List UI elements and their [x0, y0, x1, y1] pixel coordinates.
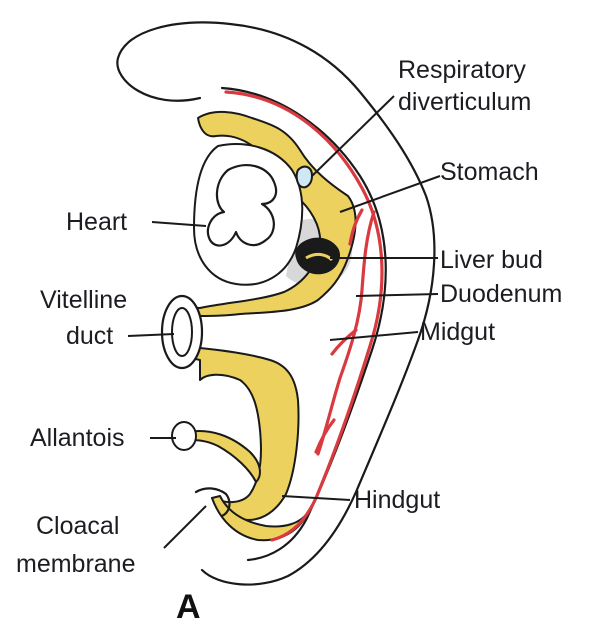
- panel-letter: A: [176, 588, 201, 626]
- leader-duodenum: [356, 294, 438, 296]
- label-heart: Heart: [66, 208, 127, 236]
- leader-cloacal: [164, 506, 206, 548]
- label-respiratory-line1: Respiratory: [398, 56, 526, 84]
- label-hindgut: Hindgut: [354, 486, 440, 514]
- label-allantois: Allantois: [30, 424, 125, 452]
- allantois-stalk: [188, 431, 260, 482]
- label-cloacal-line1: Cloacal: [36, 512, 119, 540]
- label-duodenum: Duodenum: [440, 280, 562, 308]
- label-vitelline-line1: Vitelline: [40, 286, 127, 314]
- label-stomach: Stomach: [440, 158, 539, 186]
- label-liver-bud: Liver bud: [440, 246, 543, 274]
- vitelline-duct-ring-inner: [172, 308, 192, 356]
- label-vitelline-line2: duct: [66, 322, 113, 350]
- allantois-opening: [172, 422, 196, 450]
- label-respiratory-line2: diverticulum: [398, 88, 531, 116]
- respiratory-diverticulum-bud: [297, 167, 312, 188]
- label-midgut: Midgut: [420, 318, 495, 346]
- gut-branch-vessel-3: [316, 420, 334, 452]
- label-cloacal-line2: membrane: [16, 550, 136, 578]
